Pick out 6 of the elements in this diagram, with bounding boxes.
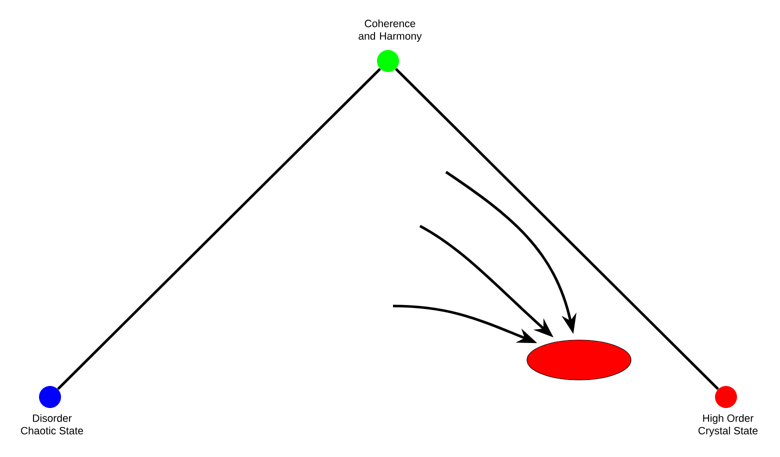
state-label: High Order Crystal State (698, 414, 758, 436)
state-label: Disorder Chaotic State (21, 414, 84, 434)
ellipse (526, 340, 632, 380)
connector-line (395, 68, 719, 390)
state-label: Coherence and Harmony (358, 20, 422, 42)
connector-line (57, 68, 381, 390)
